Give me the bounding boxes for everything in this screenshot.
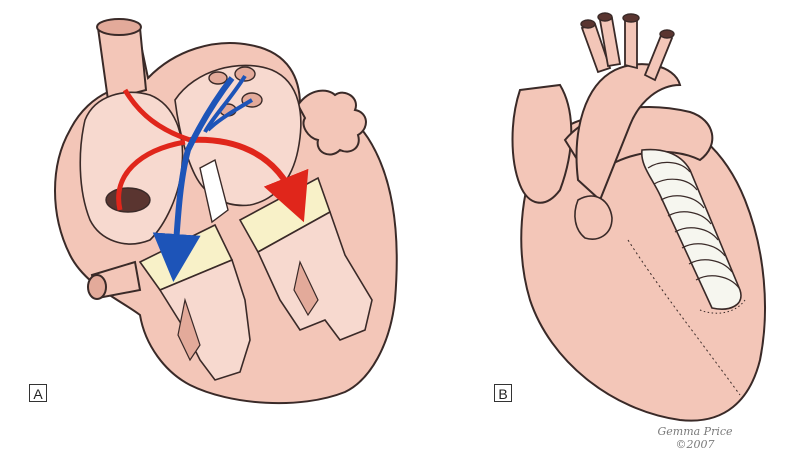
- interventricular-groove: [627, 239, 741, 396]
- interatrial-septum: [199, 158, 229, 224]
- graft-body: [641, 148, 742, 310]
- graft-ring-3: [660, 195, 705, 209]
- left-subclavian: [643, 31, 674, 82]
- left-atrial-appendage: [296, 89, 367, 156]
- carotid-opening: [622, 13, 640, 23]
- red-flow-arrow-right: [189, 136, 309, 223]
- graft-ring-4: [667, 211, 712, 225]
- panel-label-a: A: [29, 384, 47, 402]
- left-common-carotid: [624, 19, 638, 70]
- graft-ring-8: [695, 275, 740, 289]
- superior-vena-cava: [96, 27, 148, 102]
- red-flow-arrow-up: [122, 88, 191, 143]
- graft-ring-1: [647, 161, 691, 173]
- graft-ring-2: [653, 178, 698, 191]
- artist-signature: Gemma Price ©2007: [655, 425, 735, 451]
- left-ventricle-chamber: [256, 210, 373, 341]
- vessel-2-opening: [597, 12, 613, 22]
- signature-year: ©2007: [675, 438, 715, 451]
- signature-name: Gemma Price: [657, 425, 733, 438]
- red-flow-arrow-loop: [116, 139, 186, 211]
- panel-a-heart-section: [54, 18, 398, 405]
- vascular-graft: [641, 148, 746, 314]
- right-atrium: [511, 83, 573, 204]
- papillary-muscle-right: [177, 297, 201, 362]
- pulmonary-vein-opening-1: [208, 71, 228, 85]
- blue-flow-branch-2: [206, 98, 254, 132]
- brachiocephalic-opening: [580, 19, 596, 29]
- graft-ring-5: [674, 227, 719, 241]
- graft-ring-7: [688, 259, 733, 273]
- pulmonary-vein-opening-2: [234, 66, 256, 82]
- graft-ring-6: [681, 243, 726, 257]
- right-auricle: [574, 195, 613, 240]
- papillary-muscle-left: [293, 260, 319, 317]
- aorta: [575, 63, 682, 202]
- blue-flow-arrow: [152, 76, 235, 282]
- ivc-opening: [87, 274, 107, 300]
- subclavian-opening: [659, 29, 675, 39]
- panel-b-heart-exterior: [511, 12, 766, 422]
- svc-opening: [96, 18, 142, 36]
- graft-suture-line: [699, 299, 746, 314]
- panel-label-b: B: [494, 384, 512, 402]
- coronary-sinus-opening: [105, 187, 151, 213]
